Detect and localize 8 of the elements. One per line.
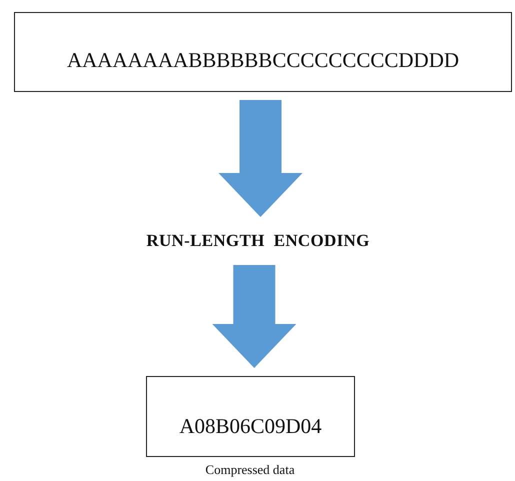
block-arrow [212,265,296,368]
text-string: A08B06C09D04 [179,414,322,439]
block-arrow [218,100,302,217]
text-box [146,376,355,457]
text-box [14,12,512,92]
node-label: Compressed data [205,462,295,478]
process-label: RUN-LENGTH ENCODING [146,231,370,251]
text-string: AAAAAAAABBBBBBCCCCCCCCCDDDD [66,48,460,73]
